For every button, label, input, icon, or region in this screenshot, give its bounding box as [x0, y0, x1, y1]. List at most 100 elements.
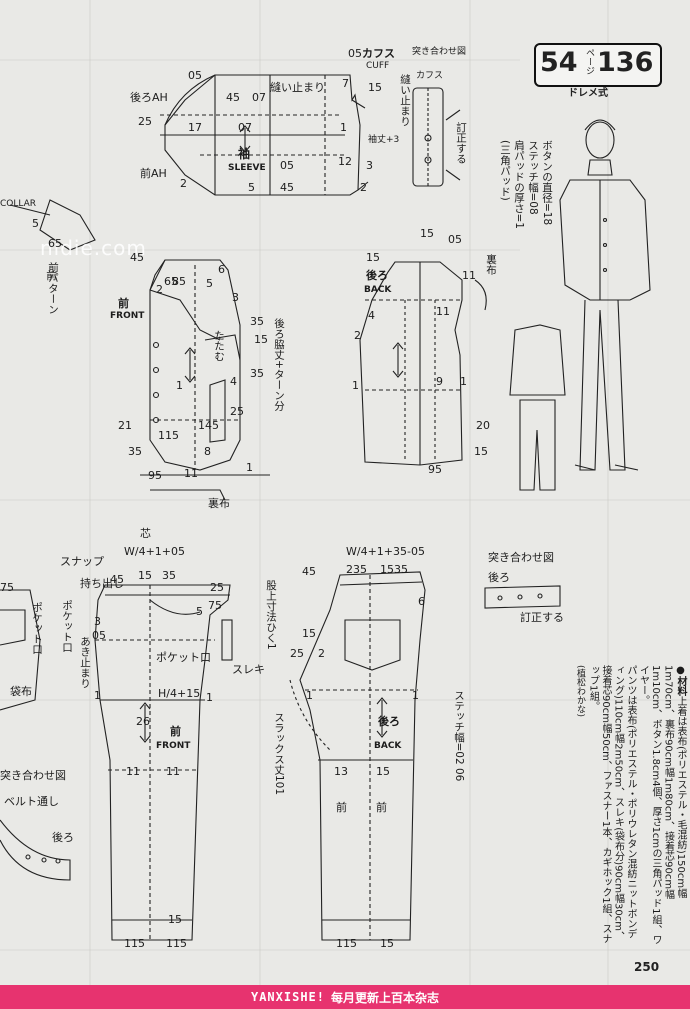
- waistband-pattern: [484, 585, 561, 609]
- sleeve-tuck-note: 訂正する: [455, 122, 467, 164]
- pb-n45: 45: [302, 565, 316, 578]
- sleeve-n2b: 2: [360, 181, 367, 194]
- pf-n11b: 11: [166, 765, 180, 778]
- materials-jacket: 上着は表布(ポリエステル・毛混紡)150cm幅1m70cm、裏布90cm幅1m8…: [637, 665, 687, 945]
- jb-n11a: 11: [462, 269, 476, 282]
- note-button: ボタンの直径=18: [541, 140, 553, 226]
- cuff-pattern: [412, 87, 461, 187]
- sleeve-n15: 15: [368, 81, 382, 94]
- sleeve-back-ah: 後ろAH: [130, 91, 168, 104]
- jacket-front-pattern-note: 前パターン: [47, 262, 59, 315]
- pf-n45: 45: [110, 573, 124, 586]
- cuff-joined-part: カフス: [416, 71, 444, 81]
- jacket-front-interfacing: 芯: [140, 527, 151, 540]
- jacket-front-en: FRONT: [110, 311, 145, 321]
- jf-n3: 3: [232, 291, 239, 304]
- pb-n25: 25: [290, 647, 304, 660]
- jf-n35c: 35: [128, 445, 142, 458]
- materials-block: ●材料上着は表布(ポリエステル・毛混紡)150cm幅1m70cm、裏布90cm幅…: [575, 665, 687, 945]
- jacket-front-lining: 裏布: [208, 497, 230, 510]
- jb-n15b: 15: [366, 251, 380, 264]
- page-badge: 54 ページ 136: [534, 43, 662, 87]
- badge-page-label: ページ: [584, 48, 594, 75]
- jf-n5: 5: [206, 277, 213, 290]
- jacket-back-pattern: [359, 261, 487, 466]
- sleeve-n3: 3: [366, 159, 373, 172]
- pattern-sheet: nidie.com 54 ページ 136 ドレメ式 カフス CUFF 突き合わせ…: [0, 0, 690, 985]
- jacket-side-note: 後ろ脇丈+ターン分: [273, 318, 285, 411]
- pb-n15b: 15: [376, 765, 390, 778]
- jf-n45: 45: [130, 251, 144, 264]
- pants-front-formula: W/4+1+05: [124, 545, 186, 558]
- cuff-joined-label: 突き合わせ図: [412, 47, 467, 57]
- sleeve-n1: 1: [340, 121, 347, 134]
- pf-n115b: 115: [166, 937, 187, 950]
- jf-n85: 85: [172, 275, 186, 288]
- badge-pattern-number: 136: [597, 47, 654, 78]
- jf-n2: 2: [156, 283, 163, 296]
- pf-n15b: 15: [168, 913, 182, 926]
- jb-n20: 20: [476, 419, 490, 432]
- pb-n115: 115: [336, 937, 357, 950]
- sleeve-pattern: [160, 74, 369, 196]
- jf-n11: 11: [184, 467, 198, 480]
- pants-slacks-length: スラックス丈101: [273, 712, 285, 796]
- pf-n25: 25: [210, 581, 224, 594]
- jacket-back-en: BACK: [364, 285, 392, 295]
- jf-n1a: 1: [176, 379, 183, 392]
- sleeve-n12: 12: [338, 155, 352, 168]
- materials-heading: ●材料: [675, 665, 686, 696]
- pants-extend: 持ち出し: [80, 577, 124, 590]
- cuff-en-label: CUFF: [366, 61, 390, 71]
- sleeve-n05a: 05: [348, 47, 362, 60]
- pants-back-en: BACK: [374, 741, 402, 751]
- jb-n15a: 15: [420, 227, 434, 240]
- pb-n13: 13: [334, 765, 348, 778]
- jb-n11b: 11: [436, 305, 450, 318]
- pants-pocket-mouth: ポケット口: [156, 651, 211, 664]
- jacket-fold-note: たたむ: [213, 330, 225, 362]
- jf-n4: 4: [230, 375, 237, 388]
- sleeve-n25: 25: [138, 115, 152, 128]
- style-label: ドレメ式: [568, 88, 608, 99]
- left-pocket: ポケット口: [31, 602, 43, 655]
- jb-n95: 95: [428, 463, 442, 476]
- pants-opening: あき止まり: [79, 636, 91, 689]
- materials-credit: (植松わかな): [575, 665, 585, 718]
- pattern-drawing: [0, 0, 690, 985]
- pants-back-front-ref2: 前: [376, 801, 387, 814]
- sleeve-n2a: 2: [180, 177, 187, 190]
- pb-n15c: 15: [380, 937, 394, 950]
- footer-brand[interactable]: YANXISHE!: [250, 990, 325, 1004]
- pb-n6: 6: [418, 595, 425, 608]
- pb-n15a: 15: [302, 627, 316, 640]
- waistband-tuck-note: 訂正する: [520, 611, 564, 624]
- pb-n2: 2: [318, 647, 325, 660]
- belt-loop-label: ベルト通し: [4, 795, 59, 808]
- jf-n35a: 35: [250, 315, 264, 328]
- pants-pocket-mouth-left: ポケット口: [61, 600, 73, 653]
- jf-n65: 65: [164, 275, 178, 288]
- jf-n15: 15: [254, 333, 268, 346]
- jb-n1a: 1: [352, 379, 359, 392]
- pants-snap: スナップ: [60, 555, 104, 568]
- belt-joined-label: 突き合わせ図: [0, 769, 66, 782]
- left-partial-pattern: [0, 589, 71, 881]
- pf-n05: 05: [92, 629, 106, 642]
- note-stitch: ステッチ幅=08: [527, 140, 539, 215]
- pants-front-pattern: [94, 584, 233, 941]
- jf-n145: 145: [198, 419, 219, 432]
- jf-n35b: 35: [250, 367, 264, 380]
- stitch-width-note: ステッチ幅=02 06: [453, 690, 465, 782]
- jf-n25: 25: [230, 405, 244, 418]
- jb-n2: 2: [354, 329, 361, 342]
- sleeve-n07a: 07: [252, 91, 266, 104]
- waistband-joined: 突き合わせ図: [488, 551, 554, 564]
- pants-front-en: FRONT: [156, 741, 191, 751]
- sleeve-n05b: 05: [188, 69, 202, 82]
- waistband-back: 後ろ: [488, 571, 510, 584]
- pf-n5: 5: [196, 605, 203, 618]
- pants-slacks: スレキ: [232, 663, 265, 676]
- jf-n1b: 1: [246, 461, 253, 474]
- pb-n1535: 1535: [380, 563, 408, 576]
